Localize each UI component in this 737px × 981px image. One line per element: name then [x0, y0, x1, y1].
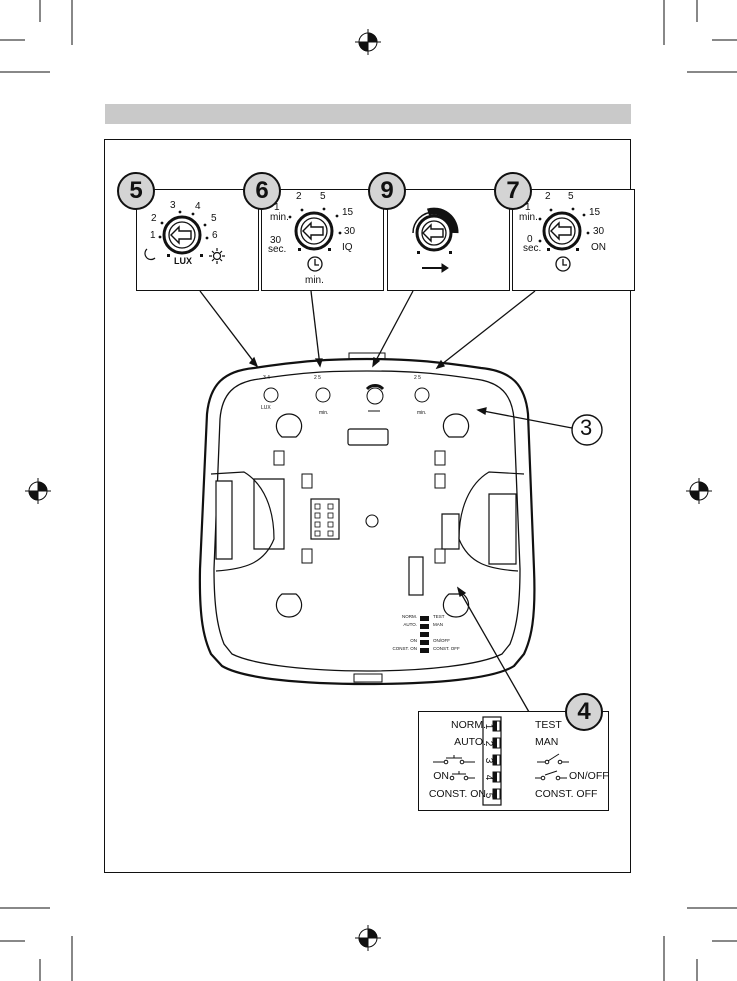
callout-badge-7: 7: [494, 172, 532, 210]
dial-panel-time-on: 2 5 1 min. 15 30 0 sec. ON: [512, 189, 635, 291]
time2-tick-2: 2: [545, 192, 551, 202]
dial-panel-range: [387, 189, 510, 291]
switch-5-off-label: CONST. ON: [423, 788, 486, 803]
lux-tick-3: 3: [170, 201, 176, 211]
clock-icon: [308, 257, 322, 271]
lux-label: LUX: [174, 257, 192, 266]
time-unit-label: min.: [305, 276, 324, 286]
callout-badge-5: 5: [117, 172, 155, 210]
time-tick-min: min.: [270, 213, 289, 223]
lux-tick-2: 2: [151, 214, 157, 224]
clock-icon: [556, 257, 570, 271]
sun-icon: [209, 248, 225, 264]
range-dial-graphic: [388, 190, 511, 292]
time2-tick-on: ON: [591, 243, 606, 253]
time2-tick-15: 15: [589, 208, 600, 218]
callout-badge-9: 9: [368, 172, 406, 210]
moon-icon: [145, 249, 155, 260]
time2-tick-30: 30: [593, 227, 604, 237]
lux-tick-5: 5: [211, 214, 217, 224]
switch-4-off-label: ON: [423, 770, 449, 785]
switch-3-number: 3: [479, 756, 494, 765]
switch-1-off-label: NORM.: [423, 719, 486, 734]
time-tick-iq: IQ: [342, 243, 353, 253]
callout-badge-4: 4: [565, 693, 603, 731]
dial-panel-time: 2 5 1 min. 15 30 30 sec. IQ min.: [261, 189, 384, 291]
switch-5-on-label: CONST. OFF: [535, 788, 597, 803]
switch-2-number: 2: [479, 739, 494, 748]
callout-badge-6: 6: [243, 172, 281, 210]
switch-2-on-label: MAN: [535, 736, 558, 751]
switch-1-on-label: TEST: [535, 719, 562, 734]
lux-tick-6: 6: [212, 231, 218, 241]
switch-5-number: 5: [479, 791, 494, 800]
time-tick-2: 2: [296, 192, 302, 202]
time-tick-15: 15: [342, 208, 353, 218]
dial-panel-lux: 3 4 2 5 1 6 LUX: [136, 189, 259, 291]
lux-tick-1: 1: [150, 231, 156, 241]
lux-tick-4: 4: [195, 202, 201, 212]
time-tick-5: 5: [320, 192, 326, 202]
time2-tick-sec: sec.: [523, 244, 541, 254]
time2-tick-5: 5: [568, 192, 574, 202]
time2-tick-min: min.: [519, 213, 538, 223]
switch-1-number: 1: [479, 722, 494, 731]
callout-3-label: 3: [580, 417, 592, 439]
switch-2-off-label: AUTO.: [423, 736, 486, 751]
arrow-right-icon: [422, 264, 448, 272]
time-tick-30-min: 30: [344, 227, 355, 237]
time-tick-sec: sec.: [268, 245, 286, 255]
switch-4-number: 4: [479, 773, 494, 782]
switch-4-on-label: ON/OFF: [569, 770, 609, 785]
